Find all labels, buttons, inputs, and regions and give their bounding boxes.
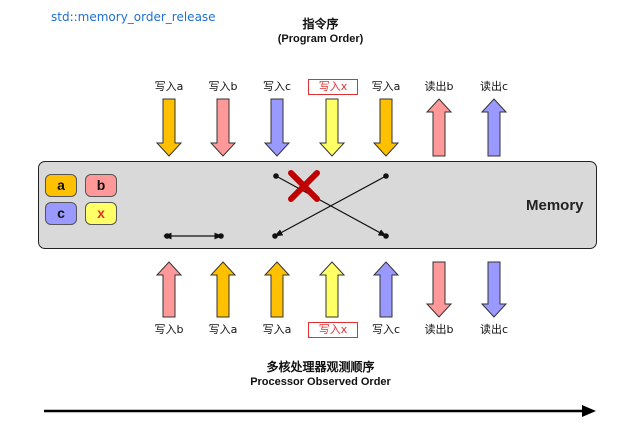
- program-order-heading: 指令序 (Program Order): [0, 16, 641, 47]
- observed-order-label-4: 写入x: [308, 322, 358, 338]
- program-order-label-6: 读出b: [424, 80, 454, 93]
- swap-endpoint-right: [218, 233, 224, 239]
- observed-order-label-7: 读出c: [479, 323, 509, 336]
- observed-order-label-2: 写入a: [208, 323, 238, 336]
- program-order-arrow-3-down-icon: [263, 98, 291, 157]
- program-order-arrow-7-up-icon: [480, 98, 508, 157]
- program-order-label-2: 写入b: [208, 80, 238, 93]
- program-order-arrow-4-down-icon: [318, 98, 346, 157]
- observed-order-arrow-5-up-icon: [372, 261, 400, 318]
- program-order-label-7: 读出c: [479, 80, 509, 93]
- observed-order-arrow-4-up-icon: [318, 261, 346, 318]
- observed-order-heading: 多核处理器观测顺序 Processor Observed Order: [0, 359, 641, 390]
- observed-order-arrow-3-up-icon: [263, 261, 291, 318]
- swap-endpoint-left: [164, 233, 170, 239]
- observed-order-title-en: Processor Observed Order: [250, 376, 391, 388]
- observed-order-label-5: 写入c: [371, 323, 401, 336]
- reorder-endpoint-a-top: [383, 173, 389, 179]
- observed-order-label-6: 读出b: [424, 323, 454, 336]
- variable-box-x: x: [85, 202, 117, 225]
- variable-box-a: a: [45, 174, 77, 197]
- program-order-arrow-1-down-icon: [155, 98, 183, 157]
- reorder-lines: [163, 173, 389, 240]
- memory-label: Memory: [526, 197, 584, 214]
- observed-order-arrows: [155, 261, 508, 318]
- observed-order-arrow-6-down-icon: [425, 261, 453, 318]
- variable-box-b: b: [85, 174, 117, 197]
- timeline-arrowhead: [582, 405, 596, 417]
- observed-order-label-1: 写入b: [154, 323, 184, 336]
- observed-order-arrow-1-up-icon: [155, 261, 183, 318]
- program-order-arrow-2-down-icon: [209, 98, 237, 157]
- forbidden-cross-icon: [288, 170, 320, 202]
- reorder-endpoint-c-top: [273, 173, 279, 179]
- observed-order-title-zh: 多核处理器观测顺序: [266, 360, 375, 374]
- program-order-arrows: [155, 98, 508, 157]
- reorder-endpoint-a-bottom: [272, 233, 278, 239]
- program-order-label-4: 写入x: [308, 79, 358, 95]
- program-order-title-en: (Program Order): [277, 33, 364, 45]
- observed-order-arrow-7-down-icon: [480, 261, 508, 318]
- reorder-arrow-c-down: [275, 175, 387, 237]
- variable-box-c: c: [45, 202, 77, 225]
- observed-order-arrow-2-up-icon: [209, 261, 237, 318]
- diagram-caption: std::memory_order_release: [51, 10, 216, 24]
- program-order-label-3: 写入c: [262, 80, 292, 93]
- observed-order-label-3: 写入a: [262, 323, 292, 336]
- reorder-endpoint-c-bottom: [383, 233, 389, 239]
- program-order-arrow-5-down-icon: [372, 98, 400, 157]
- program-order-label-1: 写入a: [154, 80, 184, 93]
- program-order-label-5: 写入a: [371, 80, 401, 93]
- program-order-title-zh: 指令序: [302, 17, 339, 31]
- program-order-arrow-6-up-icon: [425, 98, 453, 157]
